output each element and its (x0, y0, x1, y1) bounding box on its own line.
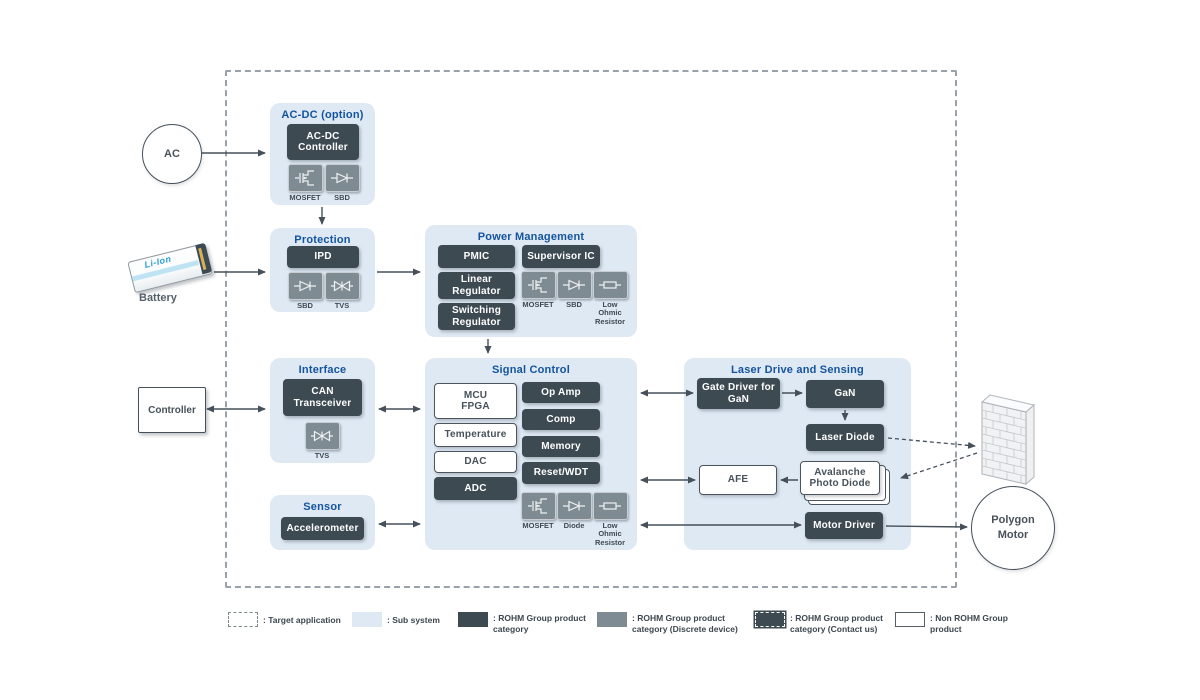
ac-source-node: AC (142, 124, 202, 184)
sbd-label: SBD (334, 193, 350, 202)
subsystem-acdc: AC-DC (option) AC-DC Controller MOSFET S… (270, 103, 375, 205)
can-transceiver-chip[interactable]: CAN Transceiver (283, 379, 362, 416)
low-ohmic-resistor-label: Low Ohmic Resistor (594, 521, 625, 547)
polygon-motor-label: Polygon Motor (991, 514, 1035, 541)
afe-chip[interactable]: AFE (699, 465, 777, 495)
switching-regulator-chip[interactable]: Switching Regulator (438, 303, 515, 330)
battery-terminal (195, 242, 213, 275)
subsystem-signal-title: Signal Control (492, 364, 570, 376)
ac-source-label: AC (164, 147, 180, 160)
mosfet-icon[interactable] (520, 492, 556, 520)
accelerometer-chip[interactable]: Accelerometer (281, 517, 364, 540)
low-ohmic-resistor-icon[interactable] (592, 492, 628, 520)
linear-regulator-chip[interactable]: Linear Regulator (438, 272, 515, 299)
gan-chip[interactable]: GaN (806, 380, 884, 408)
diode-icon[interactable] (556, 492, 592, 520)
pmic-chip[interactable]: PMIC (438, 245, 515, 268)
subsystem-laser-title: Laser Drive and Sensing (731, 364, 864, 376)
sbd-icon[interactable] (324, 164, 360, 192)
legend-discrete-label: : ROHM Group product category (Discrete … (632, 613, 738, 635)
tvs-label: TVS (314, 451, 330, 460)
sbd-label: SBD (566, 300, 582, 309)
legend-subsystem-label: : Sub system (387, 615, 440, 625)
subsystem-power-management: Power Management PMIC Supervisor IC Line… (425, 225, 637, 337)
battery-label: Battery (139, 292, 177, 304)
reset-wdt-chip[interactable]: Reset/WDT (522, 462, 600, 484)
legend-discrete-swatch (597, 612, 627, 627)
battery-illustration: Li-Ion (124, 240, 224, 300)
low-ohmic-resistor-icon[interactable] (592, 271, 628, 299)
sbd-icon[interactable] (556, 271, 592, 299)
subsystem-signal-control: Signal Control MCU FPGA Temperature DAC … (425, 358, 637, 550)
supervisor-ic-chip[interactable]: Supervisor IC (522, 245, 600, 268)
tvs-icon[interactable] (304, 422, 340, 450)
laser-diode-chip[interactable]: Laser Diode (806, 424, 884, 451)
subsystem-sensor-title: Sensor (303, 501, 342, 513)
battery-body-icon: Li-Ion (127, 242, 213, 294)
subsystem-protection-title: Protection (294, 234, 351, 246)
dac-chip[interactable]: DAC (434, 451, 517, 473)
low-ohmic-resistor-label: Low Ohmic Resistor (594, 300, 625, 326)
subsystem-protection: Protection IPD SBD TVS (270, 228, 375, 312)
subsystem-interface: Interface CAN Transceiver TVS (270, 358, 375, 463)
tvs-label: TVS (334, 301, 350, 310)
motor-driver-chip[interactable]: Motor Driver (805, 512, 883, 539)
brick-wall-rows (982, 404, 1026, 484)
mosfet-label: MOSFET (522, 521, 554, 530)
brick-wall-icon (980, 394, 1036, 486)
legend-contact-label: : ROHM Group product category (Contact u… (790, 613, 884, 635)
legend-rohm-swatch (458, 612, 488, 627)
avalanche-photo-diode-chip[interactable]: Avalanche Photo Diode (800, 461, 880, 495)
op-amp-chip[interactable]: Op Amp (522, 382, 600, 403)
mcu-fpga-chip[interactable]: MCU FPGA (434, 383, 517, 419)
memory-chip[interactable]: Memory (522, 436, 600, 457)
subsystem-sensor: Sensor Accelerometer (270, 495, 375, 550)
ipd-chip[interactable]: IPD (287, 246, 359, 268)
adc-chip[interactable]: ADC (434, 477, 517, 500)
tvs-icon[interactable] (324, 272, 360, 300)
legend-rohm-label: : ROHM Group product category (493, 613, 587, 635)
polygon-motor-node: Polygon Motor (971, 486, 1055, 570)
comp-chip[interactable]: Comp (522, 409, 600, 430)
mosfet-icon[interactable] (287, 164, 323, 192)
mosfet-label: MOSFET (289, 193, 321, 202)
subsystem-laser-drive: Laser Drive and Sensing Gate Driver for … (684, 358, 911, 550)
legend-target-label: : Target application (263, 615, 341, 625)
temperature-chip[interactable]: Temperature (434, 423, 517, 447)
subsystem-interface-title: Interface (298, 364, 347, 376)
controller-node: Controller (138, 387, 206, 433)
target-application-boundary (225, 70, 957, 588)
subsystem-acdc-title: AC-DC (option) (281, 109, 364, 121)
legend-subsystem-swatch (352, 612, 382, 627)
sbd-icon[interactable] (287, 272, 323, 300)
sbd-label: SBD (297, 301, 313, 310)
diode-label: Diode (563, 521, 585, 530)
legend-nonrohm-swatch (895, 612, 925, 627)
subsystem-power-title: Power Management (477, 231, 585, 243)
battery-contact (198, 247, 207, 270)
legend-target-swatch (228, 612, 258, 627)
controller-label: Controller (148, 404, 196, 416)
mosfet-icon[interactable] (520, 271, 556, 299)
legend-contact-swatch (755, 612, 785, 627)
mosfet-label: MOSFET (522, 300, 554, 309)
legend-nonrohm-label: : Non ROHM Group product (930, 613, 1008, 635)
acdc-controller-chip[interactable]: AC-DC Controller (287, 124, 359, 160)
gate-driver-gan-chip[interactable]: Gate Driver for GaN (697, 378, 780, 409)
